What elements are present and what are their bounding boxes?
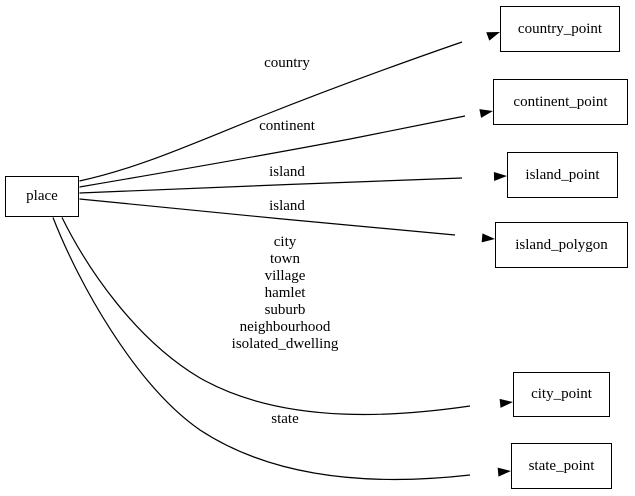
edge-line xyxy=(61,217,471,416)
node-label: place xyxy=(26,188,58,204)
node-label: country_point xyxy=(517,20,603,37)
edge-label-place-country_point: country xyxy=(264,55,310,71)
edge-arrowhead xyxy=(481,233,495,243)
edge-label-place-island_polygon: island xyxy=(269,198,305,214)
node-continent_point[interactable]: continent_point xyxy=(493,79,628,125)
edge-label-place-state_point: state xyxy=(271,411,299,427)
node-label: city_point xyxy=(531,386,592,402)
edge-line xyxy=(52,217,471,481)
edge-label-place-island_point: island xyxy=(269,164,305,180)
edge-arrowhead xyxy=(499,398,513,408)
node-island_point[interactable]: island_point xyxy=(507,152,618,198)
edge-line xyxy=(79,41,463,182)
edge-line xyxy=(79,115,466,188)
node-island_polygon[interactable]: island_polygon xyxy=(495,222,628,268)
edge-line xyxy=(79,198,456,236)
node-state_point[interactable]: state_point xyxy=(511,443,612,489)
node-label: continent_point xyxy=(513,93,608,110)
edge-label-place-continent_point: continent xyxy=(259,118,315,134)
edge-line xyxy=(79,177,463,194)
node-country_point[interactable]: country_point xyxy=(500,6,620,52)
edge-arrowhead xyxy=(486,32,500,41)
edge-place-state_point xyxy=(52,217,511,481)
node-label: island_polygon xyxy=(515,236,608,253)
edge-place-island_polygon xyxy=(79,198,495,243)
edge-label-place-city_point: city town village hamlet suburb neighbou… xyxy=(231,234,339,352)
edge-arrowhead xyxy=(479,109,493,118)
edge-arrowhead xyxy=(493,171,507,181)
node-label: state_point xyxy=(528,457,595,474)
edge-place-country_point xyxy=(79,32,500,182)
node-place[interactable]: place xyxy=(5,176,79,217)
edge-place-continent_point xyxy=(79,109,493,188)
edge-place-city_point xyxy=(61,217,513,416)
node-city_point[interactable]: city_point xyxy=(513,372,610,417)
edge-arrowhead xyxy=(497,467,511,477)
edge-place-island_point xyxy=(79,171,507,194)
node-label: island_point xyxy=(525,166,600,183)
